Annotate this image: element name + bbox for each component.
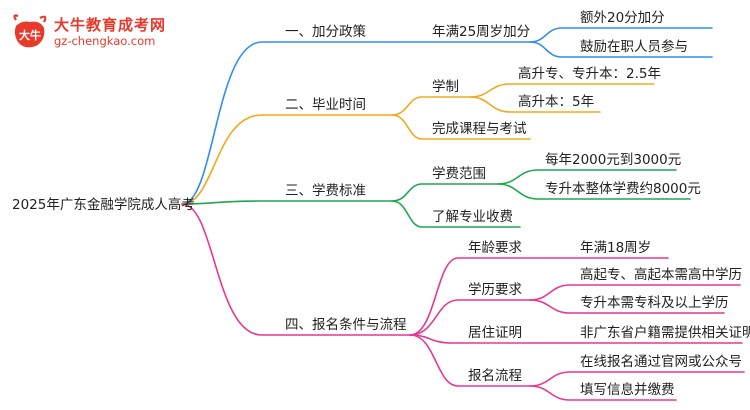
link-b3c1-g2 xyxy=(497,183,691,200)
child-node-major-fees: 了解专业收费 xyxy=(432,209,513,225)
logo-mark-text: 大牛 xyxy=(19,28,41,42)
cow-logo-icon: 大牛 xyxy=(13,14,47,48)
child-node-residence-proof: 居住证明 xyxy=(468,325,522,341)
leaf-node-5-years: 高升本：5年 xyxy=(518,94,595,110)
link-root-b2 xyxy=(181,114,393,205)
link-b4-c4 xyxy=(409,334,531,387)
leaf-node-online-signup: 在线报名通过官网或公众号 xyxy=(580,354,742,370)
link-b1c1-g1 xyxy=(529,27,713,43)
leaf-node-junior-college: 专升本需专科及以上学历 xyxy=(580,295,729,311)
leaf-node-total-fee: 专升本整体学费约8000元 xyxy=(545,181,701,197)
leaf-node-extra-20: 额外20分加分 xyxy=(580,10,665,26)
child-node-complete-courses: 完成课程与考试 xyxy=(432,121,527,137)
link-b4c4-g2 xyxy=(529,385,677,401)
logo-url: gz-chengkao.com xyxy=(54,34,156,48)
link-b2-c1 xyxy=(391,96,471,116)
child-node-fee-range: 学费范围 xyxy=(432,166,486,182)
leaf-node-age-18: 年满18周岁 xyxy=(580,240,652,256)
link-root-b3 xyxy=(181,200,393,205)
leaf-node-encourage-workers: 鼓励在职人员参与 xyxy=(580,39,688,55)
child-node-age-req: 年龄要求 xyxy=(468,240,522,256)
link-b4-c2 xyxy=(409,299,531,336)
link-b3-c1 xyxy=(391,183,499,202)
leaf-node-high-school: 高起专、高起本需高中学历 xyxy=(580,267,742,283)
branch-node-tuition: 三、学费标准 xyxy=(285,183,366,199)
leaf-node-fill-pay: 填写信息并缴费 xyxy=(580,382,675,398)
child-node-age25-bonus: 年满25周岁加分 xyxy=(432,24,531,40)
branch-node-bonus-policy: 一、加分政策 xyxy=(285,24,366,40)
link-b2c1-g2 xyxy=(469,96,601,113)
link-b4-c1 xyxy=(409,257,553,336)
link-b4c4-g1 xyxy=(529,371,745,387)
branch-node-graduation-time: 二、毕业时间 xyxy=(285,97,366,113)
leaf-node-annual-fee: 每年2000元到3000元 xyxy=(545,152,682,168)
child-node-registration: 报名流程 xyxy=(468,368,522,384)
link-b1c1-g2 xyxy=(529,41,713,58)
root-node: 2025年广东金融学院成人高考 xyxy=(12,197,195,213)
link-root-b1 xyxy=(181,41,393,205)
link-b2-c2 xyxy=(391,114,531,140)
link-b3c1-g1 xyxy=(497,169,677,185)
branch-node-requirements: 四、报名条件与流程 xyxy=(285,317,407,333)
child-node-education-req: 学历要求 xyxy=(468,282,522,298)
link-root-b4 xyxy=(181,203,411,336)
link-b4c2-g2 xyxy=(529,299,725,314)
logo-title: 大牛教育成考网 xyxy=(54,16,167,34)
leaf-node-non-gd-proof: 非广东省户籍需提供相关证明 xyxy=(580,325,750,341)
link-b3-c2 xyxy=(391,200,521,228)
link-b2c1-g1 xyxy=(469,83,655,98)
child-node-duration: 学制 xyxy=(432,79,459,95)
link-b4c2-g1 xyxy=(529,284,741,301)
leaf-node-2-5-years: 高升专、专升本：2.5年 xyxy=(518,66,661,82)
site-logo[interactable]: 大牛 大牛教育成考网 gz-chengkao.com xyxy=(8,12,178,52)
